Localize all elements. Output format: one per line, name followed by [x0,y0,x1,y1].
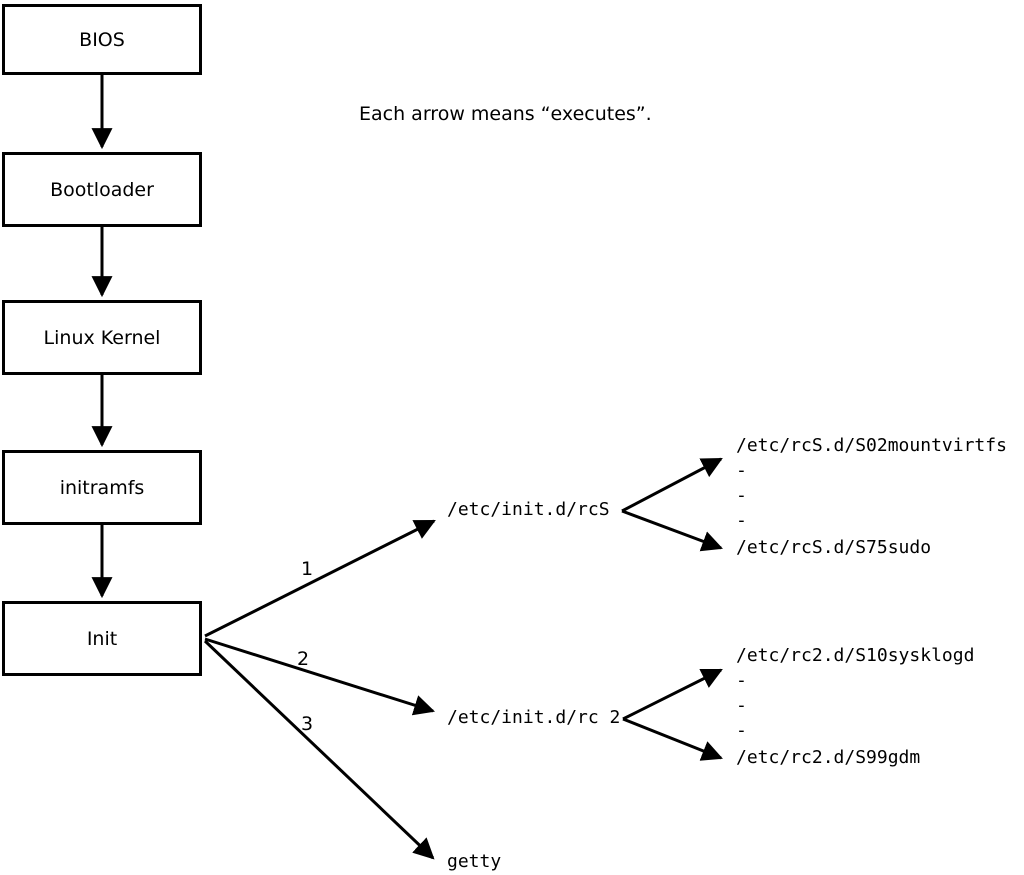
box-linux-kernel: Linux Kernel [2,300,202,375]
arrow-label-2: 2 [297,648,310,670]
box-bios: BIOS [2,4,202,75]
arrow-rcS-to-S02mountvirtfs [621,457,723,513]
legend-note: Each arrow means “executes”. [359,103,652,125]
box-init-label: Init [86,627,118,650]
rc2-ellipsis-dash-2: - [736,695,747,716]
arrow-init-to-getty [203,639,435,860]
node-getty: getty [447,851,502,872]
box-bootloader-label: Bootloader [50,178,154,201]
box-bootloader: Bootloader [2,152,202,227]
box-init: Init [2,601,202,676]
node-rc2-d-S99gdm: /etc/rc2.d/S99gdm [736,747,921,768]
arrow-init-to-rc2 [204,637,436,716]
box-initramfs: initramfs [2,450,202,525]
rcS-ellipsis-dash-2: - [736,485,747,506]
node-etc-init-d-rcS: /etc/init.d/rcS [447,499,610,520]
box-linux-kernel-label: Linux Kernel [43,326,161,349]
arrow-init-to-rcS [204,519,436,638]
node-rc2-d-S10sysklogd: /etc/rc2.d/S10sysklogd [736,645,975,666]
arrow-label-1: 1 [301,558,314,580]
rc2-ellipsis-dash-1: - [736,670,747,691]
node-etc-init-d-rc2: /etc/init.d/rc 2 [447,707,621,728]
box-initramfs-label: initramfs [59,476,145,499]
node-rcS-d-S75sudo: /etc/rcS.d/S75sudo [736,537,932,558]
node-rcS-d-S02mountvirtfs: /etc/rcS.d/S02mountvirtfs [736,435,1007,456]
arrow-rc2-to-S10sysklogd [622,668,723,721]
arrow-rcS-to-S75sudo [621,509,723,552]
rcS-ellipsis-dash-3: - [736,510,747,531]
box-bios-label: BIOS [79,28,125,51]
rcS-ellipsis-dash-1: - [736,460,747,481]
arrow-label-3: 3 [301,713,314,735]
arrow-rc2-to-S99gdm [622,717,723,761]
rc2-ellipsis-dash-3: - [736,720,747,741]
